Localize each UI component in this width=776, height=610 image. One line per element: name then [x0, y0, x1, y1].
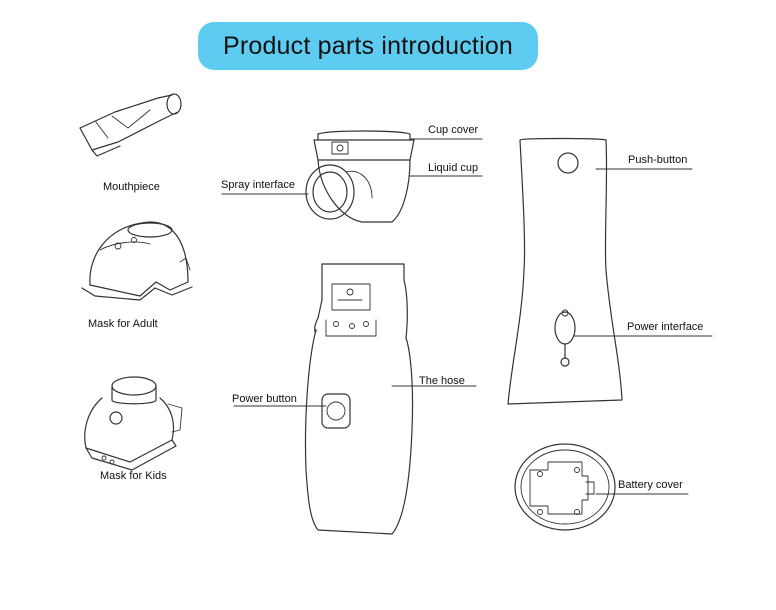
label-mask-kids: Mask for Kids: [100, 470, 167, 482]
label-mouthpiece: Mouthpiece: [103, 181, 160, 193]
mask-kids-drawing: [84, 376, 183, 471]
title-banner: Product parts introduction: [198, 22, 538, 70]
battery-cover-drawing: [514, 443, 616, 531]
label-liquid-cup: Liquid cup: [428, 162, 479, 174]
label-push-button: Push-button: [628, 154, 688, 166]
label-the-hose: The hose: [419, 375, 465, 387]
main-body-drawing: [304, 263, 414, 535]
label-power-interface: Power interface: [627, 321, 704, 333]
label-power-button: Power button: [232, 393, 297, 405]
label-spray-interface: Spray interface: [221, 179, 295, 191]
label-battery-cover: Battery cover: [618, 479, 683, 491]
label-cup-cover: Cup cover: [428, 124, 479, 136]
mask-adult-drawing: [81, 221, 193, 301]
label-mask-adult: Mask for Adult: [88, 318, 158, 330]
back-body-drawing: [507, 137, 623, 405]
page-title: Product parts introduction: [222, 31, 514, 60]
cup-assembly-drawing: [305, 130, 415, 223]
mouthpiece-drawing: [79, 93, 182, 157]
